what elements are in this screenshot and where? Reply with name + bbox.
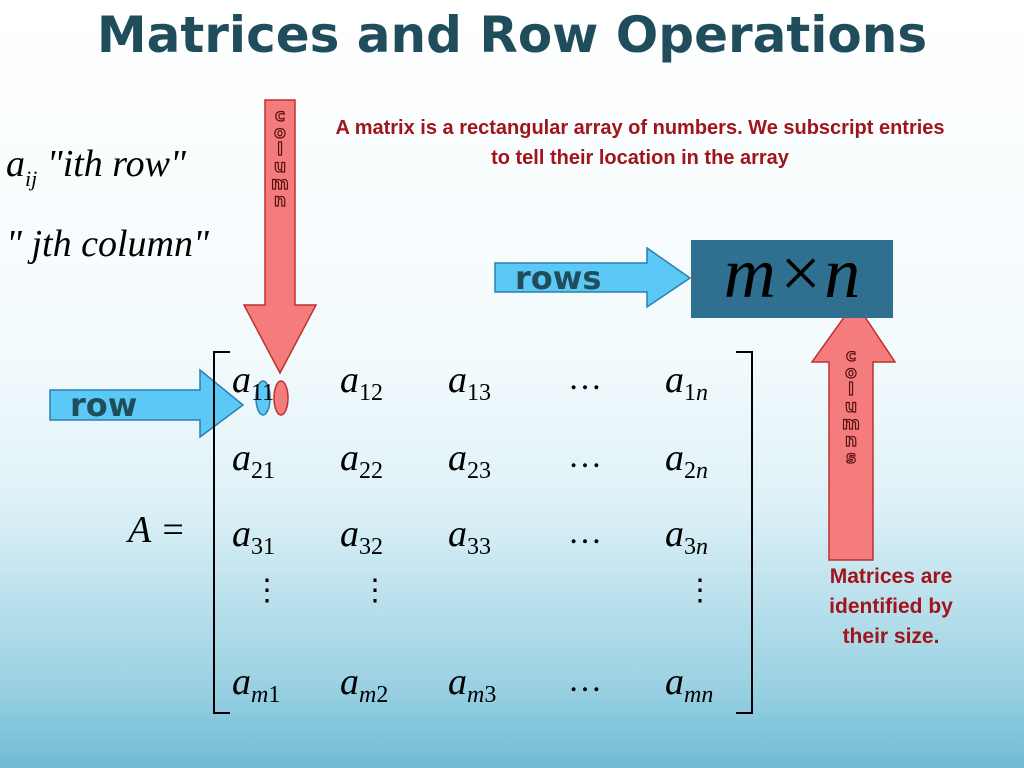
- vertical-letter: o: [845, 363, 858, 383]
- vertical-letter: c: [274, 106, 286, 126]
- matrix-entry-base: a: [665, 513, 684, 555]
- matrix-entry-base: a: [340, 437, 359, 479]
- matrix-entry-base: a: [448, 513, 467, 555]
- matrix-entry: am2: [340, 660, 388, 709]
- matrix-entry-subscript: m2: [359, 682, 389, 708]
- column-arrow-down: [242, 99, 318, 375]
- matrix-entry-base: a: [665, 661, 684, 703]
- matrix-entry-subscript: 32: [359, 534, 383, 560]
- horizontal-ellipsis: …: [568, 514, 602, 551]
- matrix-entry: a23: [448, 436, 491, 485]
- matrix-entry: a12: [340, 358, 383, 407]
- matrix-entry-base: a: [665, 437, 684, 479]
- matrix-entry-base: a: [340, 359, 359, 401]
- horizontal-ellipsis: …: [568, 662, 602, 699]
- matrix-entry-subscript: 12: [359, 380, 383, 406]
- rows-arrow-right: [494, 246, 692, 309]
- matrix-entry-subscript: 21: [251, 458, 275, 484]
- notation-column: " jth column": [6, 223, 209, 265]
- vertical-letter: m: [842, 414, 861, 434]
- vertical-letter: l: [847, 380, 854, 400]
- vertical-letter: m: [271, 174, 290, 194]
- horizontal-ellipsis: …: [568, 438, 602, 475]
- matrix-entry-base: a: [448, 437, 467, 479]
- matrix-entry: a1n: [665, 358, 708, 407]
- vertical-letter: s: [845, 448, 857, 468]
- matrix-name: A =: [128, 509, 186, 551]
- vertical-ellipsis: ⋮: [252, 574, 282, 607]
- notation-a: a: [6, 143, 25, 185]
- matrix-entry: am1: [232, 660, 280, 709]
- horizontal-ellipsis: …: [568, 360, 602, 397]
- matrix-right-bracket: [736, 351, 753, 714]
- matrix-entry-base: a: [232, 513, 251, 555]
- size-note: Matrices are identified by their size.: [829, 565, 953, 648]
- matrix-left-bracket: [213, 351, 230, 714]
- vertical-letter: l: [276, 140, 283, 160]
- matrix-entry-base: a: [340, 661, 359, 703]
- matrix-entry-subscript: 2n: [684, 458, 708, 484]
- row-arrow-label: row: [70, 386, 138, 424]
- matrix-entry: a33: [448, 512, 491, 561]
- rows-arrow-label: rows: [515, 259, 602, 297]
- matrix-entry-subscript: 33: [467, 534, 491, 560]
- matrix-size-box: m×n: [691, 233, 893, 318]
- matrix-entry-base: a: [448, 359, 467, 401]
- matrix-entry: am3: [448, 660, 496, 709]
- matrix-entry-subscript: m3: [467, 682, 497, 708]
- matrix-entry: a22: [340, 436, 383, 485]
- matrix-entry-subscript: mn: [684, 682, 714, 708]
- matrix-entry: a31: [232, 512, 275, 561]
- matrix-entry: a3n: [665, 512, 708, 561]
- vertical-letter: n: [273, 191, 287, 211]
- column-index-highlight: [273, 380, 289, 416]
- matrix-entry-base: a: [232, 437, 251, 479]
- vertical-letter: u: [844, 397, 858, 417]
- matrix-entry: a13: [448, 358, 491, 407]
- row-index-highlight: [255, 380, 271, 416]
- matrix-entry-base: a: [448, 661, 467, 703]
- notation-subscript: ij: [25, 166, 38, 191]
- notation-row: aij "ith row": [6, 142, 186, 192]
- matrix-entry-subscript: 31: [251, 534, 275, 560]
- matrix-entry-base: a: [665, 359, 684, 401]
- matrix-size-expression: m×n: [723, 233, 861, 313]
- matrix-entry-subscript: 3n: [684, 534, 708, 560]
- vertical-letter: u: [273, 157, 287, 177]
- notation-row-text: "ith row": [37, 143, 186, 185]
- matrix-entry-subscript: 13: [467, 380, 491, 406]
- vertical-letter: n: [844, 431, 858, 451]
- matrix-entry: a11: [232, 358, 274, 407]
- matrix-entry: a21: [232, 436, 275, 485]
- matrix-entry-subscript: 11: [251, 380, 275, 406]
- vertical-ellipsis: ⋮: [685, 574, 715, 607]
- matrix-entry-base: a: [232, 661, 251, 703]
- matrix-entry-subscript: 23: [467, 458, 491, 484]
- vertical-ellipsis: ⋮: [360, 574, 390, 607]
- matrix-entry-subscript: 22: [359, 458, 383, 484]
- matrix-entry-base: a: [340, 513, 359, 555]
- matrix-entry: a2n: [665, 436, 708, 485]
- matrix-entry-base: a: [232, 359, 251, 401]
- matrix-entry: a32: [340, 512, 383, 561]
- vertical-letter: o: [274, 123, 287, 143]
- slide-title: Matrices and Row Operations: [96, 6, 928, 64]
- columns-arrow-up: [810, 300, 897, 561]
- matrix-entry: amn: [665, 660, 713, 709]
- matrix-entry-subscript: m1: [251, 682, 281, 708]
- matrix-entry-subscript: 1n: [684, 380, 708, 406]
- row-arrow-right: [49, 368, 245, 439]
- matrix-description: A matrix is a rectangular array of numbe…: [335, 117, 945, 169]
- vertical-letter: c: [845, 346, 857, 366]
